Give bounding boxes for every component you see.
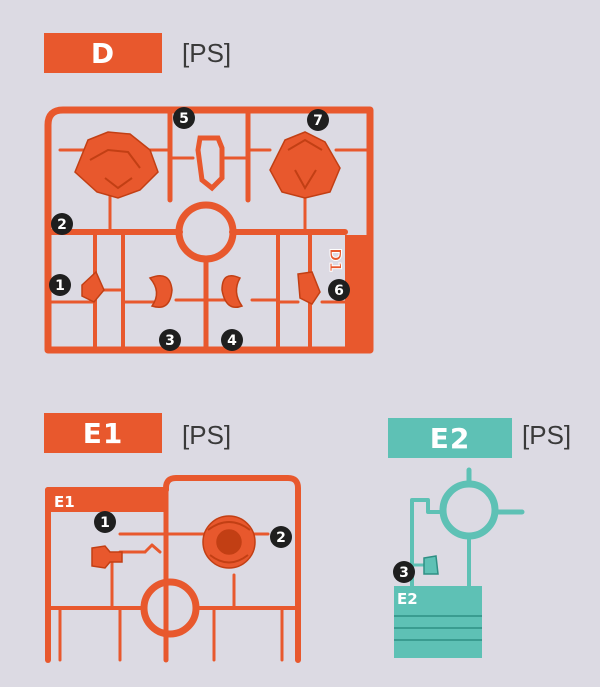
- marker-d-5: 5: [173, 107, 195, 129]
- runner-d-markers: 5 7 2 1 6 3 4: [49, 107, 350, 351]
- svg-text:4: 4: [227, 333, 237, 349]
- part-d-piece-1: [81, 270, 105, 303]
- marker-d-2: 2: [51, 213, 73, 235]
- part-d-torso-front: [74, 131, 159, 199]
- runner-e2-markers: 3: [393, 561, 415, 583]
- svg-text:3: 3: [165, 333, 175, 349]
- runner-d-label: D: [44, 33, 162, 73]
- runner-e2-material: [PS]: [522, 420, 572, 450]
- part-d-piece-4: [221, 275, 244, 308]
- runner-e2: [410, 467, 525, 622]
- runner-e2-label: E2: [388, 418, 512, 458]
- runner-e2-stamp: E2: [397, 590, 418, 608]
- marker-d-6: 6: [328, 279, 350, 301]
- marker-e1-1: 1: [94, 511, 116, 533]
- marker-e2-3: 3: [393, 561, 415, 583]
- marker-d-4: 4: [221, 329, 243, 351]
- part-e1-piece-2: [202, 515, 256, 569]
- part-d-piece-3: [148, 275, 173, 308]
- svg-text:7: 7: [313, 113, 323, 129]
- svg-text:1: 1: [55, 278, 65, 294]
- svg-text:3: 3: [399, 565, 409, 581]
- marker-e1-2: 2: [270, 526, 292, 548]
- part-d-chest-frame: [195, 135, 225, 192]
- runner-d-parts: [74, 131, 341, 308]
- svg-text:5: 5: [179, 111, 189, 127]
- runner-e1-label: E1: [44, 413, 162, 453]
- part-e2-piece-3: [423, 555, 439, 575]
- svg-text:2: 2: [276, 530, 286, 546]
- marker-d-1: 1: [49, 274, 71, 296]
- runner-e1-material: [PS]: [182, 420, 232, 450]
- runner-d-stamp: D1: [326, 248, 345, 272]
- runner-e1-markers: 1 2: [94, 511, 292, 548]
- marker-d-3: 3: [159, 329, 181, 351]
- part-d-piece-6: [297, 271, 321, 305]
- svg-text:1: 1: [100, 515, 110, 531]
- runner-e1-stamp: E1: [54, 493, 75, 511]
- runner-d: [44, 106, 374, 354]
- runner-e1: [45, 475, 301, 663]
- svg-text:2: 2: [57, 217, 67, 233]
- part-d-torso-back: [269, 131, 341, 199]
- runner-d-material: [PS]: [182, 38, 232, 68]
- marker-d-7: 7: [307, 109, 329, 131]
- runner-e1-parts: [91, 515, 256, 569]
- svg-text:6: 6: [334, 283, 344, 299]
- part-e1-piece-1: [91, 545, 123, 569]
- runner-e2-base: [394, 586, 482, 658]
